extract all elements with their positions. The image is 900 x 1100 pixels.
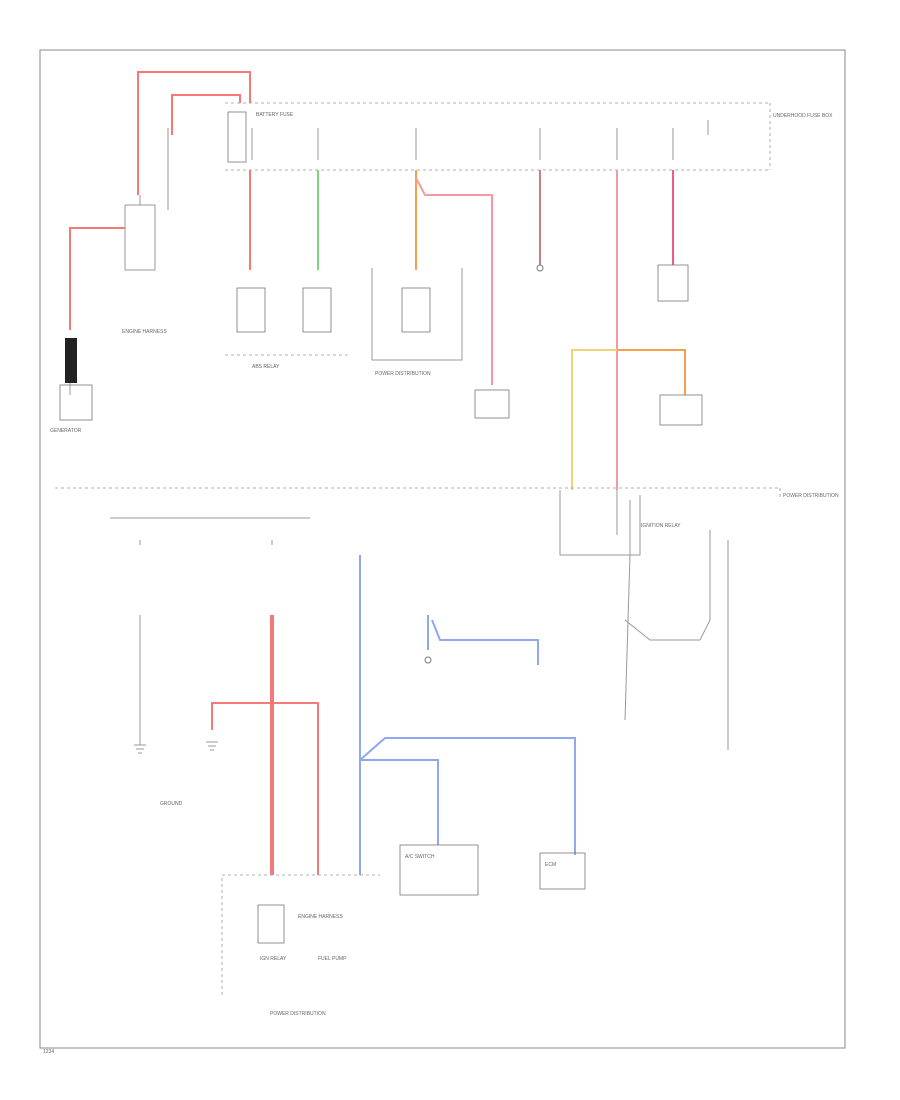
- engine-harness-bottom-label: ENGINE HARNESS: [298, 914, 343, 920]
- ign-relay-label: IGN RELAY: [260, 956, 287, 962]
- connector-icon: [424, 656, 432, 664]
- abs-relay-label: ABS RELAY: [252, 364, 280, 370]
- ground-wires: GROUND: [134, 615, 272, 807]
- battery-fuse-label: BATTERY FUSE: [256, 112, 294, 118]
- relay-icon: [401, 287, 431, 333]
- connector-icon: [474, 389, 510, 419]
- diagram-frame: [39, 49, 846, 1049]
- relay-icon: [257, 904, 285, 944]
- footer-code: 1234: [43, 1049, 54, 1055]
- connector-icon: [536, 264, 544, 272]
- top-branch-wires: [249, 170, 674, 490]
- ignition-relay-label: IGNITION RELAY: [641, 523, 681, 529]
- relay-icon: [236, 287, 266, 333]
- fuel-pump-label: FUEL PUMP: [318, 956, 347, 962]
- lower-circuit-wires: [270, 555, 576, 875]
- connector-icon: [657, 264, 689, 302]
- underhood-fuse-box: UNDERHOOD FUSE BOX BATTERY FUSE: [225, 102, 833, 171]
- mid-right-wires: [571, 349, 703, 490]
- battery-fuse-icon: [227, 111, 247, 163]
- generator: GENERATOR ENGINE HARNESS: [50, 329, 167, 434]
- ground-icon: [206, 741, 218, 751]
- top-components: ABS RELAY POWER DISTRIBUTION: [225, 264, 689, 419]
- power-distribution-label-2: POWER DISTRIBUTION: [783, 493, 839, 499]
- lower-fuse-box: POWER DISTRIBUTION IGNITION RELAY: [55, 487, 839, 750]
- lower-components: IGN RELAY FUEL PUMP ENGINE HARNESS POWER…: [221, 844, 586, 1017]
- generator-label: GENERATOR: [50, 428, 82, 434]
- power-distribution-label-3: POWER DISTRIBUTION: [270, 1011, 326, 1017]
- air-switch-box: [399, 844, 479, 896]
- fuse-icon: [251, 120, 709, 160]
- generator-coil-icon: [65, 338, 77, 383]
- relay-icon: [302, 287, 332, 333]
- engine-harness-label: ENGINE HARNESS: [122, 329, 167, 335]
- fuse-box-label: UNDERHOOD FUSE BOX: [773, 113, 833, 119]
- power-distribution-label-1: POWER DISTRIBUTION: [375, 371, 431, 377]
- ground-icon: [134, 744, 146, 754]
- battery-feed-wires: [69, 71, 251, 330]
- ecm-label: ECM: [545, 862, 556, 868]
- connector-icon: [659, 394, 703, 426]
- air-switch-label: A/C SWITCH: [405, 854, 435, 860]
- ground-label: GROUND: [160, 801, 183, 807]
- ecm-box: [539, 852, 586, 890]
